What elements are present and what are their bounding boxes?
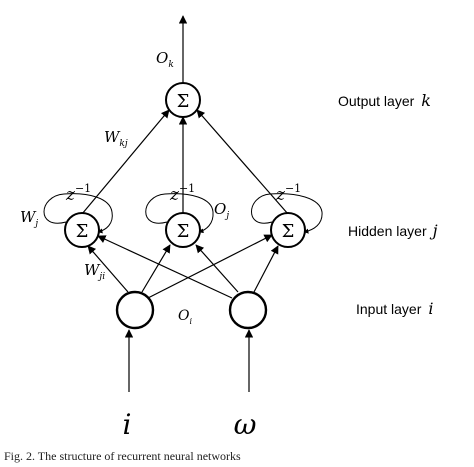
delay-label-3: z−1: [275, 182, 301, 205]
input-node-1: [115, 290, 155, 330]
svg-text:Σ: Σ: [177, 91, 190, 112]
hidden-node-2: Σ: [165, 212, 201, 248]
delay-label-1: z−1: [65, 182, 91, 205]
output-node: Σ: [165, 82, 201, 118]
edge-input2-hidden2: [195, 244, 239, 293]
delay-label-2: z−1: [169, 182, 195, 205]
input-node-2: [228, 290, 268, 330]
svg-text:Σ: Σ: [282, 221, 295, 242]
hidden-output-label: Oj: [214, 200, 229, 221]
edge-input2-hidden3: [253, 245, 279, 293]
figure-caption: Fig. 2. The structure of recurrent neura…: [4, 449, 241, 463]
edge-input2-hidden1: [97, 235, 233, 299]
hidden-node-1: Σ: [64, 212, 100, 248]
edge-input1-hidden2: [141, 244, 171, 293]
input-symbol-omega: ω: [234, 408, 257, 441]
edge-hidden3-output: [196, 109, 289, 215]
edge-input1-hidden1: [87, 245, 129, 293]
input-output-label: Oi: [178, 308, 192, 326]
edge-input1-hidden3: [147, 234, 273, 299]
output-label: Ok: [156, 49, 174, 70]
edge-hidden1-output: [81, 109, 170, 215]
input-symbol-i: i: [123, 408, 132, 441]
hidden-node-3: Σ: [270, 212, 306, 248]
recurrent-loop-2: [145, 193, 214, 234]
recurrent-loop-3: [251, 193, 323, 234]
weight-label-kj: Wkj: [104, 128, 128, 149]
svg-text:Σ: Σ: [177, 221, 190, 242]
weight-label-j: Wj: [20, 208, 38, 229]
svg-text:Σ: Σ: [76, 221, 89, 242]
recurrent-loop-1: [43, 193, 113, 234]
weight-label-ji: Wji: [84, 261, 105, 282]
